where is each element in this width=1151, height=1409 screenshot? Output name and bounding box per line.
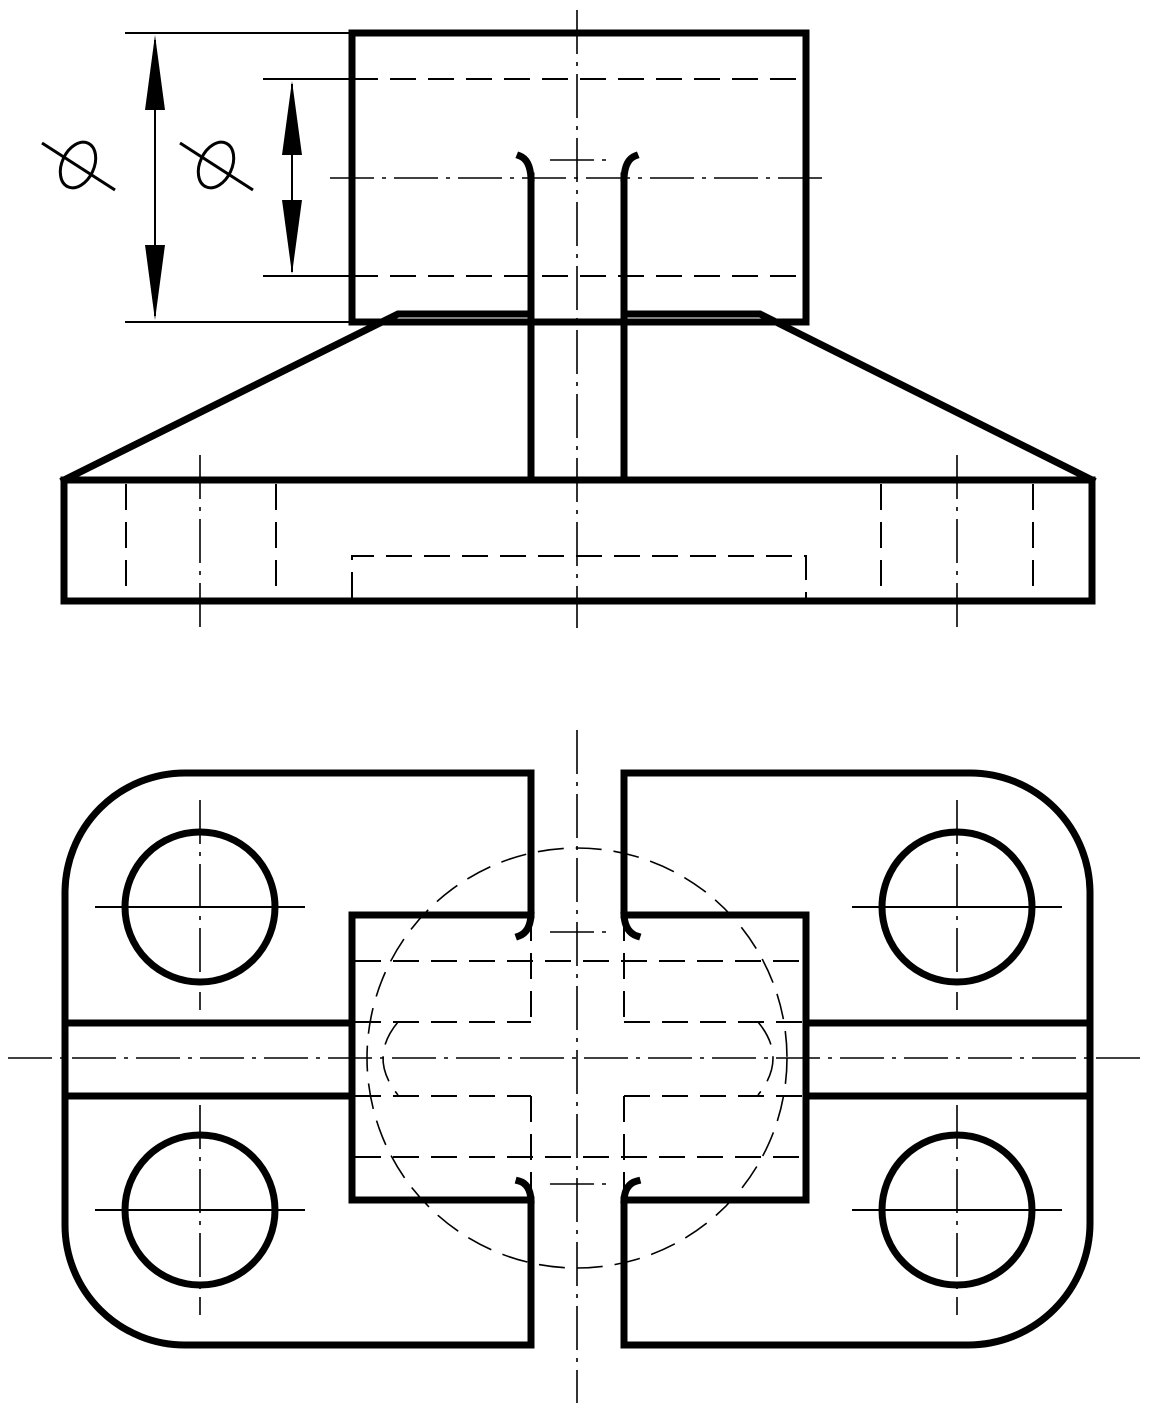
front-base-recess-hidden xyxy=(351,555,807,598)
top-boss-square xyxy=(348,911,810,1204)
top-hole-upper-left xyxy=(95,800,305,1010)
top-bore-left-hidden-arc xyxy=(382,1021,399,1096)
top-outer-plate-outline xyxy=(61,769,1094,1349)
front-view xyxy=(41,10,1097,628)
top-view xyxy=(8,730,1145,1403)
top-hole-lower-left xyxy=(95,1105,305,1315)
front-taper-right xyxy=(620,310,1097,485)
front-slot-left-curl xyxy=(515,151,535,182)
top-hole-upper-right xyxy=(852,800,1062,1010)
top-bore-right-hidden-arc xyxy=(757,1021,774,1096)
front-upper-box xyxy=(348,29,810,326)
front-slot-right-curl xyxy=(620,151,640,182)
dim-inner-diameter-symbol xyxy=(179,140,254,192)
top-recess-hidden-circle xyxy=(366,847,788,1269)
dim-outer-arrow-top xyxy=(145,35,165,110)
front-base-plate xyxy=(60,476,1096,605)
dim-inner-arrow-top xyxy=(282,81,302,155)
top-hole-lower-right xyxy=(852,1105,1062,1315)
dim-outer-arrow-bottom xyxy=(145,245,165,320)
dim-inner-arrow-bottom xyxy=(282,200,302,274)
front-taper-left xyxy=(59,310,534,485)
dim-outer-diameter-symbol xyxy=(41,140,116,192)
